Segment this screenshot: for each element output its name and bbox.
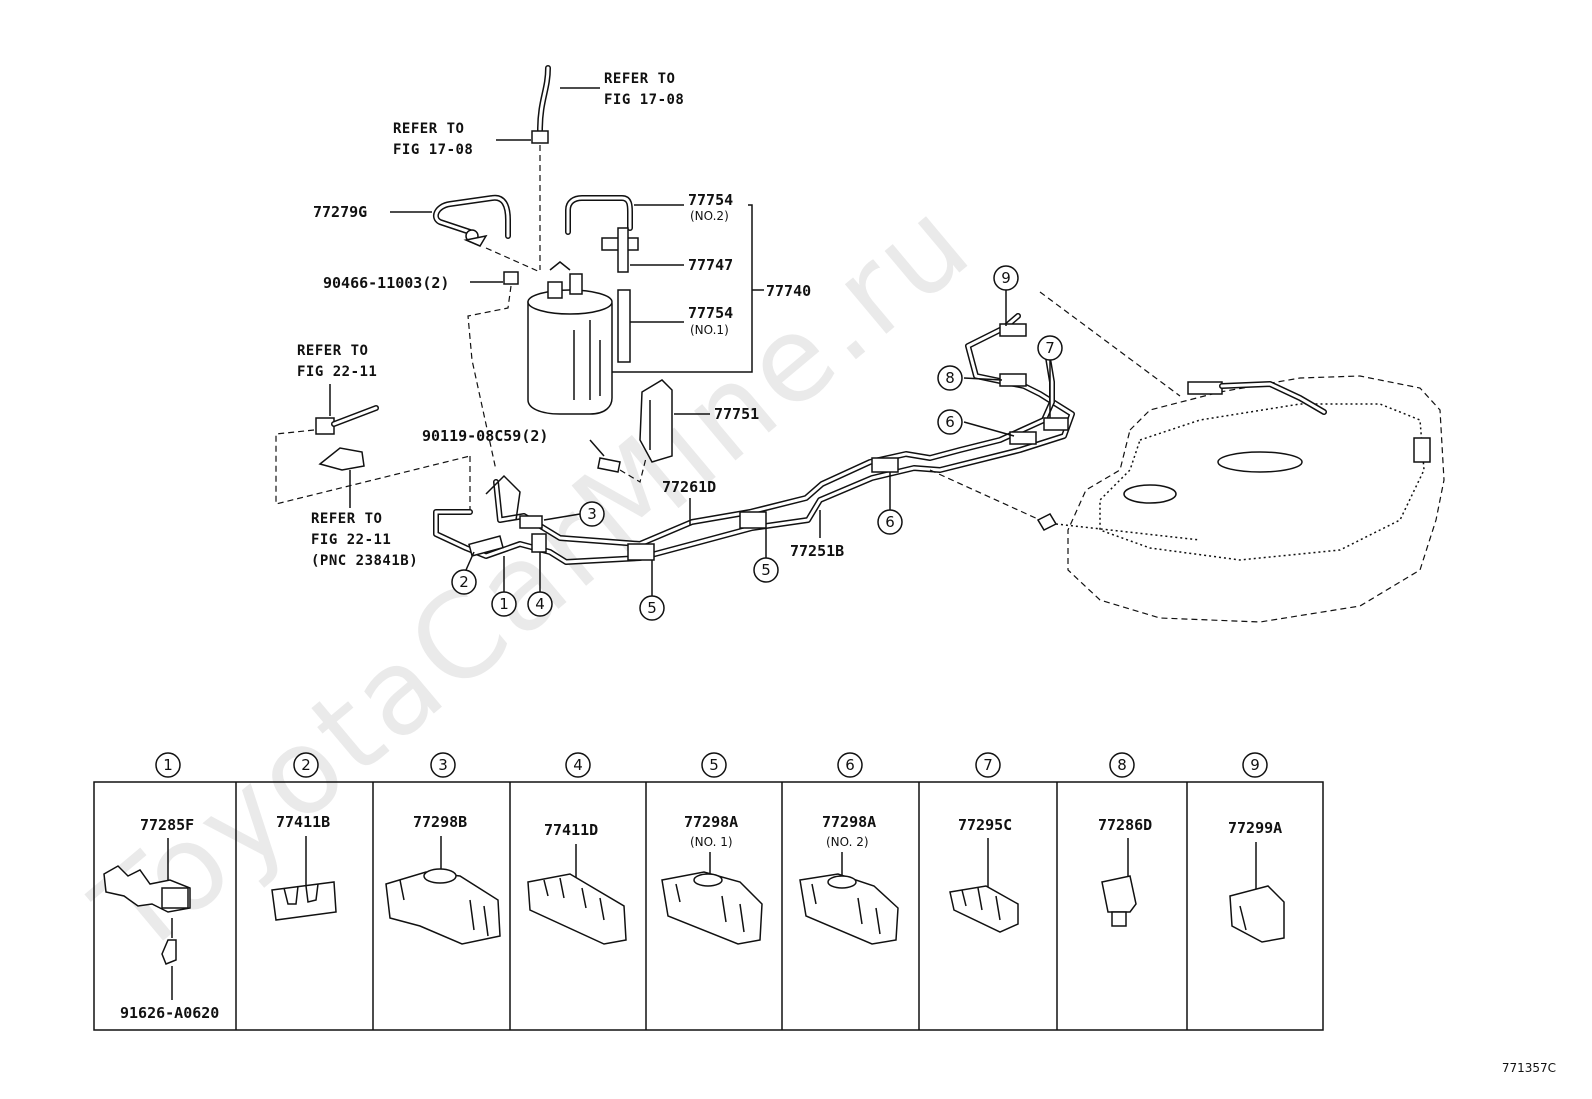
hose-77754-no1: 77754 (NO.1) [617, 289, 733, 363]
refer-line: FIG 22-11 [297, 364, 377, 380]
callout-3: 3 [543, 501, 605, 527]
table-callout: 4 [573, 756, 583, 774]
assembly-77740: 77740 [612, 204, 811, 373]
line-clamps [468, 323, 1069, 561]
part-label-77751: 77751 [714, 405, 759, 423]
hose-77279g: 77279G [313, 194, 541, 273]
callout-number: 1 [499, 595, 509, 613]
part-label-77261d: 77261D [662, 478, 716, 496]
clamp-part-number: 77285F [140, 816, 194, 834]
table-header-circles: 1 2 3 4 5 6 7 8 9 [155, 752, 1268, 778]
refer-line: REFER TO [297, 343, 368, 359]
table-callout: 9 [1250, 756, 1260, 774]
callout-number: 8 [945, 369, 955, 387]
figure-code: 771357C [1502, 1061, 1556, 1075]
charcoal-canister [527, 261, 613, 415]
clamp-cell-9: 77299A [1228, 819, 1285, 943]
part-note-77754-no1: (NO.1) [690, 323, 729, 337]
clamp-part-note: (NO. 2) [826, 835, 869, 849]
clamp-cell-1: 77285F 91626-A0620 [103, 816, 219, 1022]
callout-6b: 6 [937, 409, 1015, 437]
clamp-part-number: 77299A [1228, 819, 1282, 837]
clamp-cell-3: 77298B [385, 813, 501, 945]
top-hose [496, 65, 600, 270]
callout-number: 6 [885, 513, 895, 531]
clamp-part-number: 77411D [544, 821, 598, 839]
callout-9: 9 [993, 265, 1019, 326]
callout-8: 8 [937, 365, 1003, 391]
bolt-90119: 90119-08C59(2) [422, 427, 647, 483]
clip-90466: 90466-11003(2) [323, 271, 519, 471]
callouts: 1 2 3 4 5 5 6 [451, 265, 1063, 621]
table-callout: 1 [163, 756, 173, 774]
part-label-77251b: 77251B [790, 542, 844, 560]
callout-1: 1 [491, 556, 517, 617]
callout-5a: 5 [639, 560, 665, 621]
part-label-77754-no2: 77754 [688, 191, 733, 209]
clamp-part-number: 77295C [958, 816, 1012, 834]
clamp-part-note: (NO. 1) [690, 835, 733, 849]
clamp-cell-8: 77286D [1098, 816, 1152, 927]
refer-label-mid-left: REFER TO FIG 22-11 [297, 343, 377, 380]
connector-left [275, 384, 471, 512]
callout-number: 5 [761, 561, 771, 579]
callout-number: 9 [1001, 269, 1011, 287]
refer-line: REFER TO [311, 511, 382, 527]
table-callout: 3 [438, 756, 448, 774]
refer-label-top-left: REFER TO FIG 17-08 [393, 121, 473, 158]
table-callout: 8 [1117, 756, 1127, 774]
clamp-extra-part: 91626-A0620 [120, 1004, 219, 1022]
table-callout: 6 [845, 756, 855, 774]
table-callout: 5 [709, 756, 719, 774]
refer-label-top-right: REFER TO FIG 17-08 [604, 71, 684, 108]
refer-label-low-left: REFER TO FIG 22-11 (PNC 23841B) [311, 511, 418, 569]
clamp-cell-7: 77295C [949, 816, 1019, 933]
clamp-part-number: 77286D [1098, 816, 1152, 834]
refer-line: FIG 22-11 [311, 532, 391, 548]
callout-number: 7 [1045, 339, 1055, 357]
bracket-77751: 77751 [639, 379, 759, 463]
callout-6a: 6 [877, 472, 903, 535]
callout-number: 6 [945, 413, 955, 431]
refer-line: FIG 17-08 [393, 142, 473, 158]
part-label-90466: 90466-11003(2) [323, 274, 449, 292]
refer-line: FIG 17-08 [604, 92, 684, 108]
clamp-table: 1 2 3 4 5 6 7 8 9 77285F 91626- [93, 752, 1324, 1031]
callout-4: 4 [527, 552, 553, 617]
part-label-77747: 77747 [688, 256, 733, 274]
callout-2: 2 [451, 551, 477, 595]
callout-number: 2 [459, 573, 469, 591]
part-label-90119: 90119-08C59(2) [422, 427, 548, 445]
callout-7: 7 [1037, 335, 1063, 418]
hose-77754-no2: 77754 (NO.2) [565, 191, 733, 235]
clamp-part-number: 77298A [822, 813, 876, 831]
clamp-part-number: 77411B [276, 813, 330, 831]
part-label-77279g: 77279G [313, 203, 367, 221]
watermark: ToyotaCarMine.ru [69, 172, 997, 982]
refer-line: REFER TO [393, 121, 464, 137]
clamp-part-number: 77298A [684, 813, 738, 831]
table-callout: 2 [301, 756, 311, 774]
fuel-tank [1036, 375, 1445, 623]
callout-5b: 5 [753, 528, 779, 583]
refer-line: (PNC 23841B) [311, 553, 418, 569]
refer-line: REFER TO [604, 71, 675, 87]
clamp-part-number: 77298B [413, 813, 467, 831]
part-label-77754-no1: 77754 [688, 304, 733, 322]
clamp-cell-6: 77298A (NO. 2) [799, 813, 899, 945]
callout-number: 3 [587, 505, 597, 523]
table-callout: 7 [983, 756, 993, 774]
part-label-77740: 77740 [766, 282, 811, 300]
clamp-cell-4: 77411D [527, 821, 627, 945]
clamp-cell-5: 77298A (NO. 1) [661, 813, 763, 945]
callout-number: 4 [535, 595, 545, 613]
callout-number: 5 [647, 599, 657, 617]
part-note-77754-no2: (NO.2) [690, 209, 729, 223]
clamp-cell-2: 77411B [271, 813, 337, 921]
valve-77747: 77747 [601, 227, 733, 274]
